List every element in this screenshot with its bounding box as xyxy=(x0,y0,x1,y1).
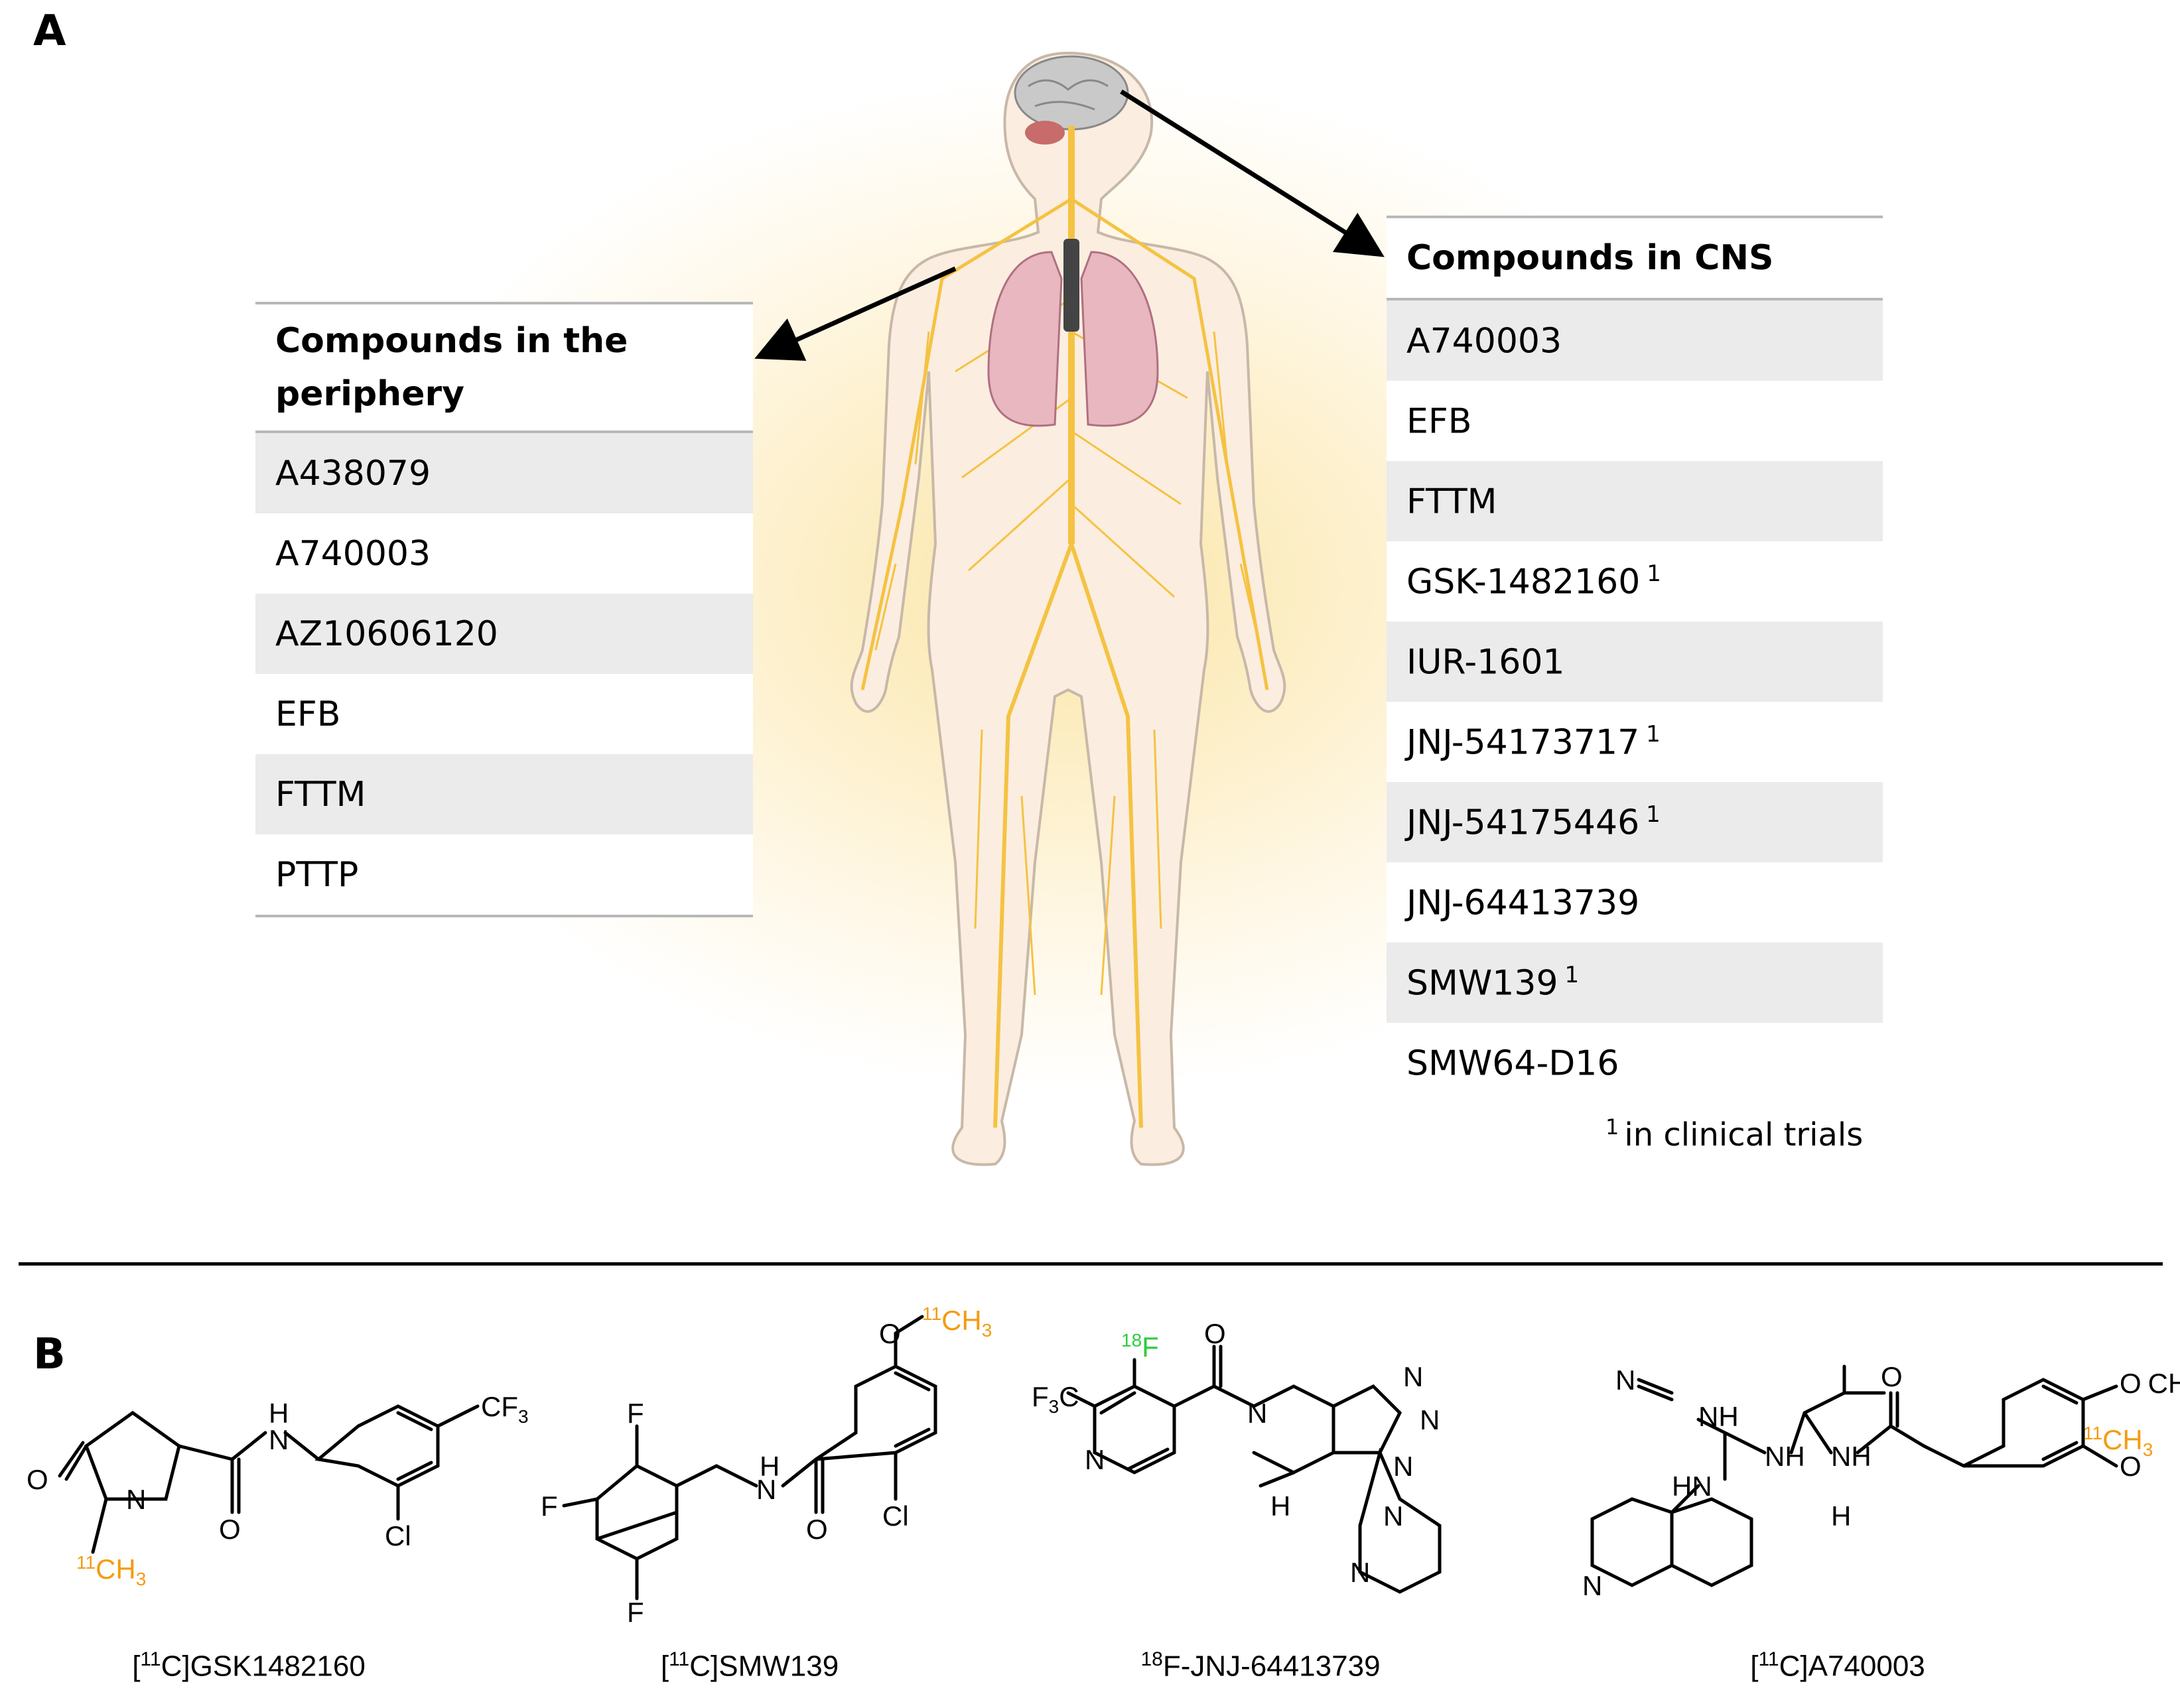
arrow-to-periphery xyxy=(754,266,957,361)
a74-atom-h: H xyxy=(1831,1500,1851,1532)
a74-atom-o-methoxy: OCH3 xyxy=(2120,1368,2180,1404)
cns-row: FTTM xyxy=(1387,461,1883,541)
a74-atom-o-label: O xyxy=(2120,1451,2142,1482)
smw-atom-cl: Cl xyxy=(882,1500,909,1532)
smw-atom-f1: F xyxy=(627,1398,644,1429)
structure-a740003 xyxy=(1590,1364,2118,1587)
jnj-atom-n-pyridine: N xyxy=(1085,1444,1105,1475)
periphery-row: PTTP xyxy=(255,834,753,916)
panel-b-label: B xyxy=(33,1330,66,1379)
structure-gsk1482160 xyxy=(58,1404,480,1554)
jnj-atom-n3: N xyxy=(1393,1451,1413,1482)
jnj-atom-n-pyrimidine-2: N xyxy=(1350,1557,1370,1588)
periphery-row: AZ10606120 xyxy=(255,594,753,674)
smw-atom-n: N xyxy=(756,1474,776,1505)
structure-smw139 xyxy=(562,1315,937,1601)
smw-atom-f3: F xyxy=(627,1597,644,1628)
arrows-layer xyxy=(754,90,1385,361)
a74-atom-labels: N NH HN NH NH H O OCH3 O 11CH3 N xyxy=(1582,1361,2180,1601)
cns-row: SMW64-D16 xyxy=(1387,1023,1883,1103)
smw-atom-o-methoxy: O xyxy=(879,1318,901,1349)
smw-atom-labels: F F F N H O Cl O 11CH3 xyxy=(541,1303,992,1628)
a74-atom-nh2: NH xyxy=(1765,1441,1805,1472)
periphery-table-header: Compounds in the periphery xyxy=(255,303,753,433)
panel-divider xyxy=(19,1262,2163,1266)
periphery-row: FTTM xyxy=(255,754,753,834)
jnj-atom-n2: N xyxy=(1420,1404,1440,1435)
smw-atom-h: H xyxy=(760,1451,780,1482)
gsk-atom-h: H xyxy=(269,1398,289,1429)
jnj-atom-f3c: F3C xyxy=(1032,1381,1079,1417)
caption-a740003: [11C]A740003 xyxy=(1750,1648,1925,1683)
gsk-atom-cl: Cl xyxy=(385,1520,411,1551)
a74-atom-nh3: NH xyxy=(1831,1441,1872,1472)
structure-jnj64413739 xyxy=(1066,1345,1442,1594)
jnj-atom-n-pyrimidine-1: N xyxy=(1383,1500,1403,1532)
jnj-atom-n1: N xyxy=(1403,1361,1423,1392)
smw-atom-o: O xyxy=(806,1514,828,1545)
body-silhouette xyxy=(850,51,1286,1166)
caption-smw139: [11C]SMW139 xyxy=(660,1648,839,1683)
a74-atom-nh1: NH xyxy=(1698,1401,1739,1432)
cns-row: EFB xyxy=(1387,381,1883,461)
lungs xyxy=(987,239,1159,427)
periphery-row: A740003 xyxy=(255,513,753,594)
gsk-atom-labels: O N O H N Cl CF3 11CH3 xyxy=(27,1391,529,1589)
gsk-atom-o2: O xyxy=(219,1514,241,1545)
jnj-atom-labels: 18F F3C N O N N N N H N N xyxy=(1032,1318,1440,1588)
gsk-atom-o: O xyxy=(27,1464,48,1495)
jnj-atom-n-ring: N xyxy=(1247,1398,1267,1429)
a74-atom-hn: HN xyxy=(1672,1471,1712,1502)
cns-row: IUR-1601 xyxy=(1387,622,1883,702)
gsk-atom-11ch3: 11CH3 xyxy=(76,1552,146,1589)
caption-jnj64413739: 18F-JNJ-64413739 xyxy=(1140,1648,1381,1683)
periphery-table: Compounds in the periphery A438079 A7400… xyxy=(255,302,753,917)
smw-atom-11ch3: 11CH3 xyxy=(922,1303,992,1341)
gsk-atom-cf3: CF3 xyxy=(481,1391,529,1427)
a74-atom-o: O xyxy=(1881,1361,1903,1392)
arrow-to-cns xyxy=(1120,90,1385,257)
a74-atom-n-quinoline: N xyxy=(1582,1570,1602,1601)
human-body-illustration xyxy=(850,51,1286,1166)
a74-atom-11ch3: 11CH3 xyxy=(2083,1423,2153,1460)
cns-row: A740003 xyxy=(1387,299,1883,381)
panel-a-label: A xyxy=(33,7,66,56)
cns-row: JNJ-64413739 xyxy=(1387,862,1883,943)
cns-table-header: Compounds in CNS xyxy=(1387,217,1883,300)
gsk-atom-nh: N xyxy=(269,1424,289,1455)
smw-atom-f2: F xyxy=(541,1490,558,1522)
jnj-atom-18f: 18F xyxy=(1121,1330,1159,1362)
caption-gsk1482160: [11C]GSK1482160 xyxy=(132,1648,366,1683)
cns-table: Compounds in CNS A740003 EFB FTTM GSK-14… xyxy=(1387,216,1883,1103)
periphery-row: A438079 xyxy=(255,432,753,513)
gsk-atom-n: N xyxy=(126,1484,146,1515)
a74-atom-n-nitrile: N xyxy=(1615,1364,1635,1396)
jnj-atom-h: H xyxy=(1270,1490,1290,1522)
jnj-atom-o: O xyxy=(1204,1318,1226,1349)
periphery-row: EFB xyxy=(255,674,753,754)
